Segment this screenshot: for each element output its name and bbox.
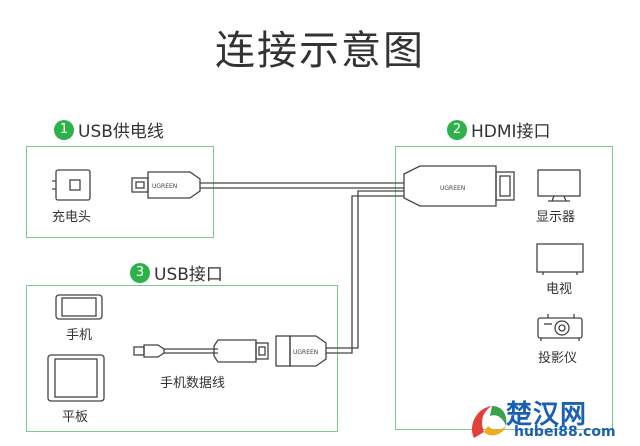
usb-branch-cable-line [326,190,404,354]
section-header-usb-power: 1 USB供电线 [54,117,164,142]
section-label-usb: USB接口 [154,265,223,285]
step-number-2: 2 [447,119,467,140]
hdmi-adapter-icon [403,165,515,207]
data-cable-line [164,348,218,354]
charger-icon [52,169,91,201]
usb-port-connector-icon [275,335,327,367]
data-cable-label: 手机数据线 [160,376,226,391]
section-label-hdmi: HDMI接口 [471,122,551,142]
tv-icon [536,243,584,275]
projector-icon [537,314,583,341]
tablet-label: 平板 [62,410,89,425]
tv-label: 电视 [546,282,573,297]
projector-label: 投影仪 [538,351,578,366]
usb-power-connector-icon [131,171,201,199]
page-title: 连接示意图 [215,28,425,74]
brand-text-hdmi-adapter: UGREEN [440,185,465,192]
section-header-usb: 3 USB接口 [130,260,223,285]
phone-label: 手机 [66,328,93,343]
display-icon [537,169,581,202]
watermark-logo: 楚汉网 hubei88.com [466,396,636,444]
power-cable-line [200,182,404,189]
data-cable-usb-plug-icon [213,339,269,363]
display-label: 显示器 [536,210,576,225]
section-header-hdmi: 2 HDMI接口 [447,117,551,142]
micro-usb-connector-icon [133,344,165,358]
usb-box [26,285,338,432]
watermark-domain: hubei88.com [514,424,616,440]
charger-label: 充电头 [52,210,92,225]
usb-power-box [26,146,214,238]
section-label-usb-power: USB供电线 [78,122,164,142]
tablet-icon [47,354,105,402]
watermark-swirl-icon [472,406,507,438]
watermark-name: 楚汉网 [506,400,588,430]
step-number-1: 1 [54,119,74,140]
step-number-3: 3 [130,262,150,283]
brand-text-power-connector: UGREEN [152,183,177,190]
brand-text-usb-port: UGREEN [293,349,318,356]
phone-icon [55,294,103,320]
